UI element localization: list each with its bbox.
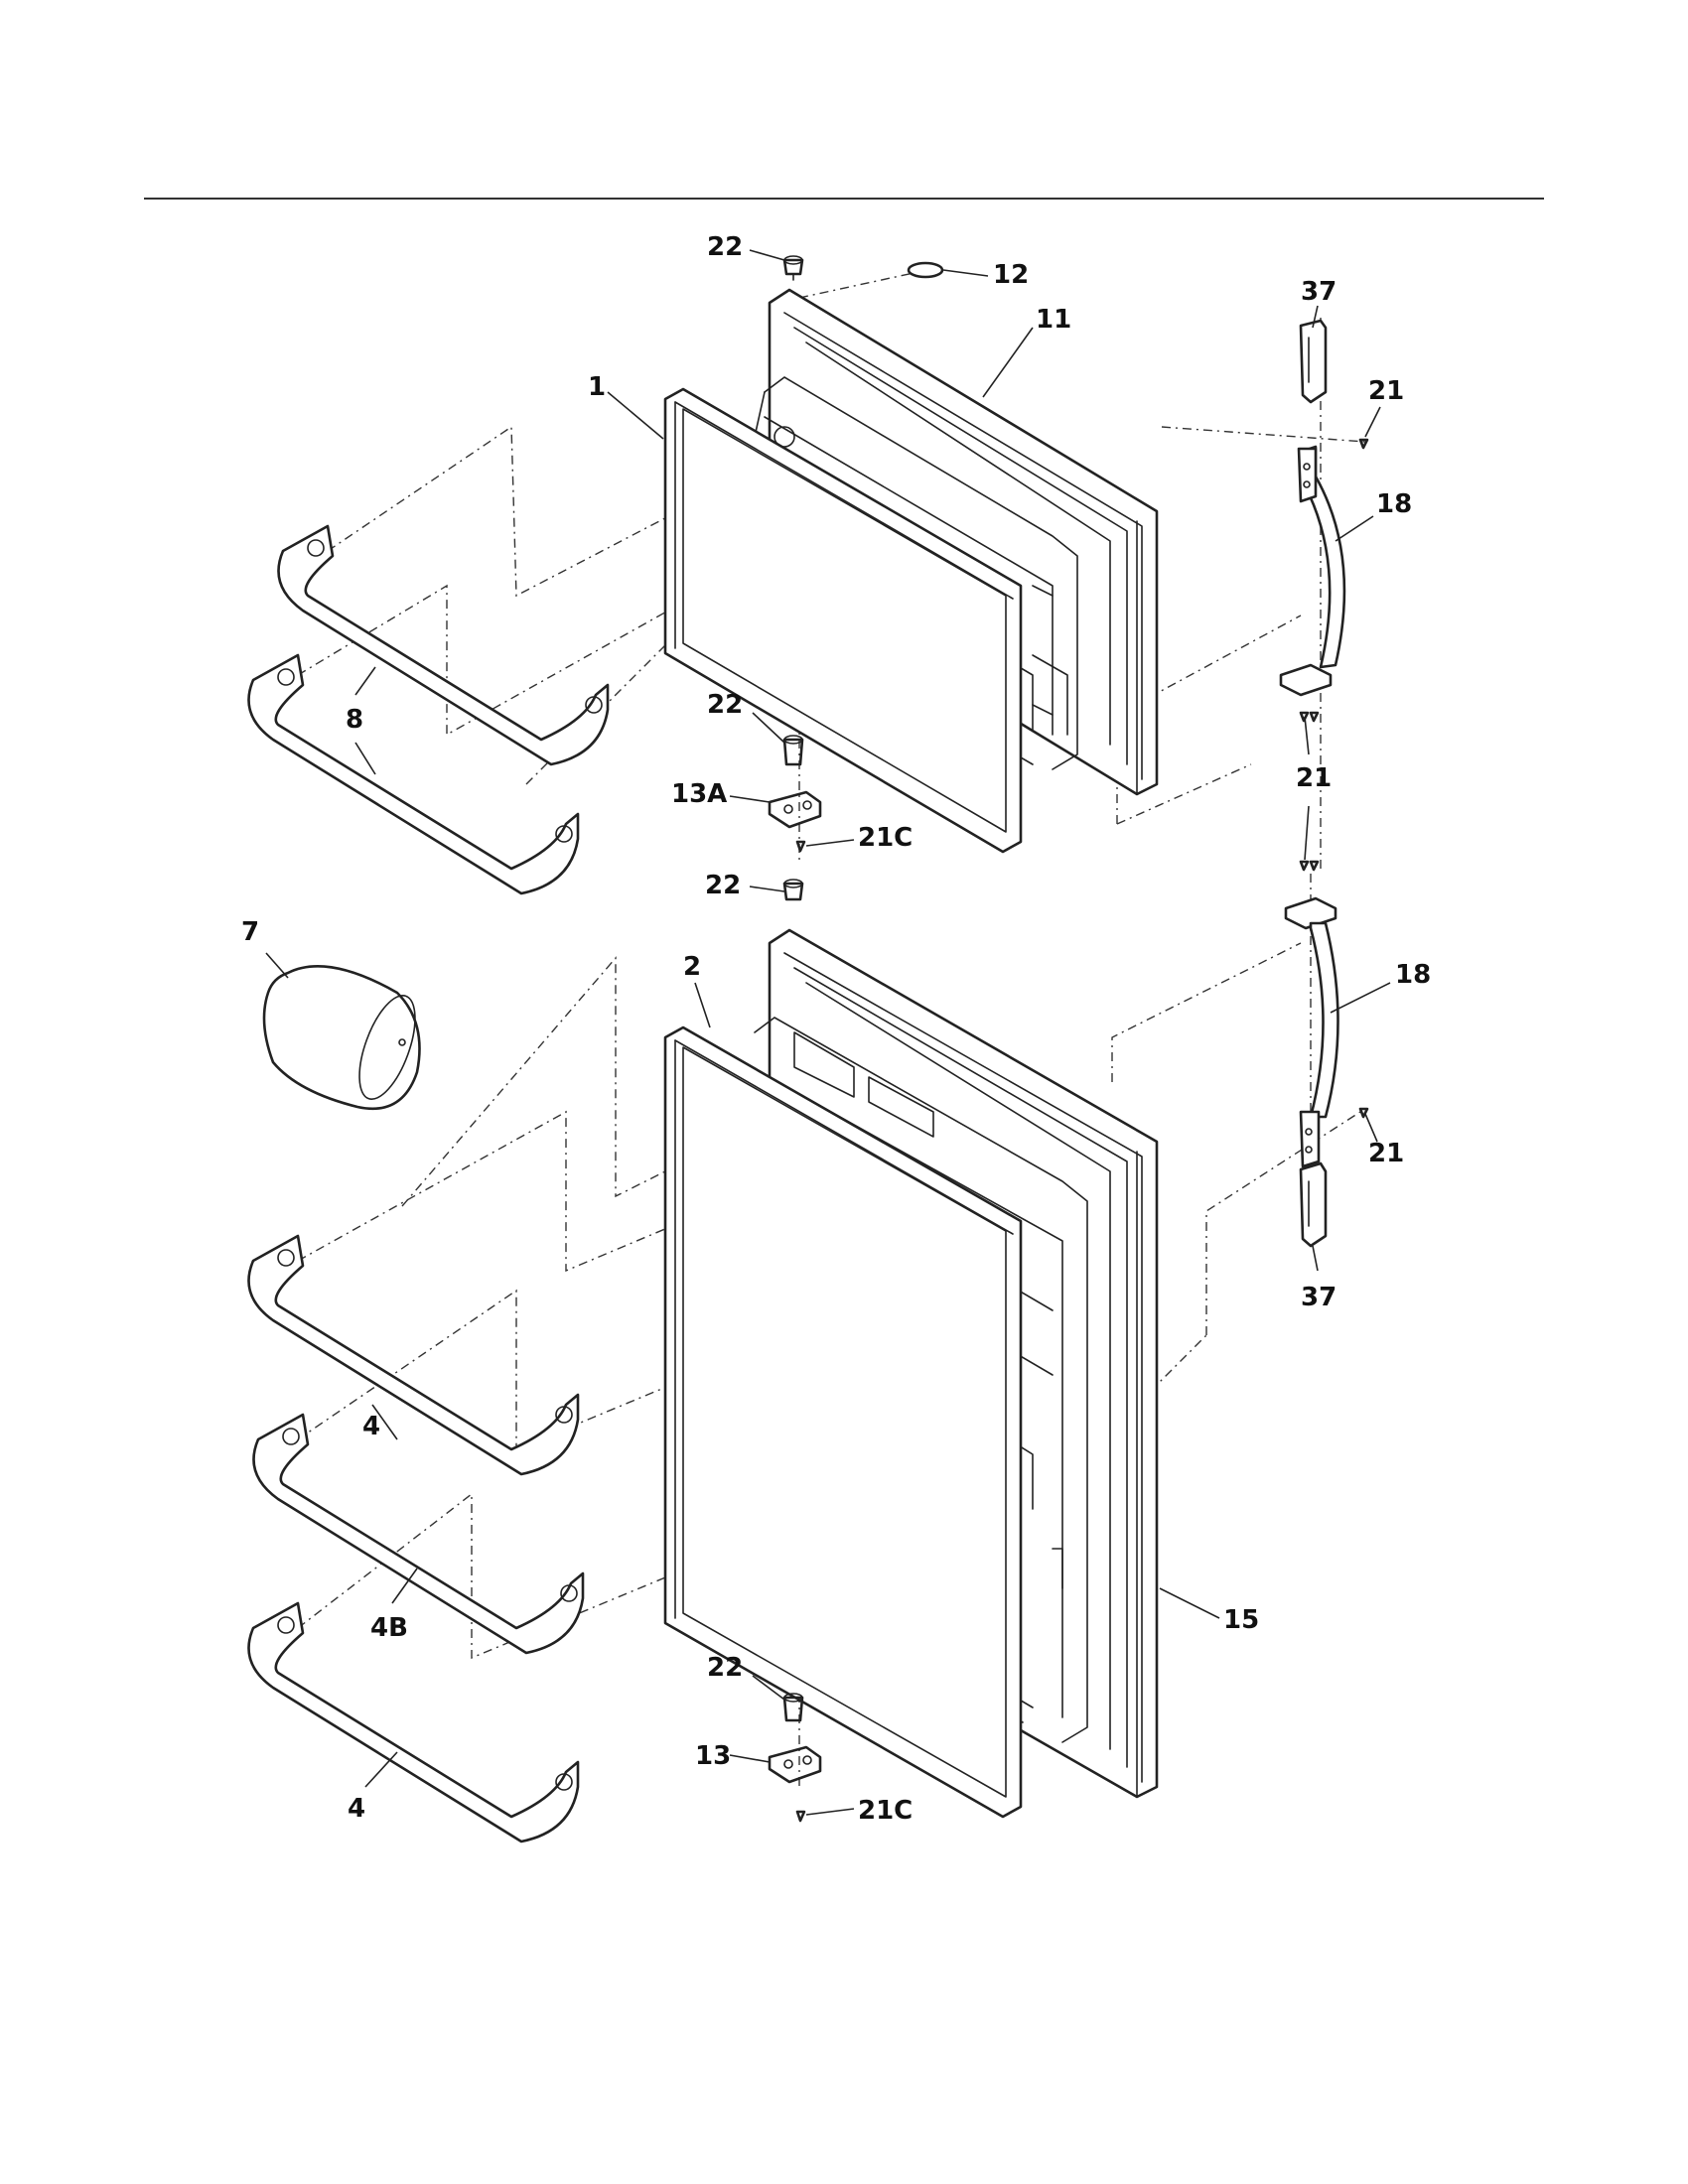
freezer-shelf-lower <box>247 653 580 895</box>
fresh-food-door-gasket <box>663 1025 1023 1819</box>
screw-21-c <box>1299 860 1310 872</box>
screw-21c-top <box>795 840 806 853</box>
callout-4: 4 <box>362 1412 380 1441</box>
freezer-shelf-upper <box>277 524 610 766</box>
callout-8: 8 <box>346 705 363 735</box>
callout-4b: 4B <box>370 1613 408 1643</box>
screw-21-top <box>1358 438 1369 450</box>
callout-7: 7 <box>241 917 259 947</box>
callout-18: 18 <box>1376 489 1412 519</box>
screw-21-e <box>1358 1107 1369 1119</box>
handle-end-cap-bottom <box>1299 1161 1328 1248</box>
center-hinge-pin-freezer <box>782 735 804 766</box>
callout-37: 37 <box>1301 1283 1336 1312</box>
callout-13: 13 <box>695 1741 731 1771</box>
bottom-hinge-bracket <box>768 1745 822 1784</box>
callout-21: 21 <box>1296 763 1332 793</box>
door-shelf-4-lower <box>247 1601 580 1843</box>
callout-21: 21 <box>1368 1139 1404 1168</box>
callout-22: 22 <box>707 690 743 720</box>
callout-37: 37 <box>1301 277 1336 307</box>
handle-end-cap-top <box>1299 319 1328 404</box>
screw-21-b <box>1309 711 1320 723</box>
center-hinge-bracket <box>768 790 822 829</box>
callout-4: 4 <box>348 1794 365 1824</box>
screw-21-d <box>1309 860 1320 872</box>
screw-21-a <box>1299 711 1310 723</box>
callout-2: 2 <box>683 952 701 982</box>
plug-icon <box>907 261 944 279</box>
top-hinge-pin <box>782 255 804 281</box>
freezer-handle <box>1279 445 1346 697</box>
callout-12: 12 <box>993 260 1029 290</box>
callout-21c: 21C <box>858 1796 913 1826</box>
screw-21c-bottom <box>795 1810 806 1823</box>
callout-15: 15 <box>1223 1605 1259 1635</box>
callout-13a: 13A <box>671 779 727 809</box>
door-shelf-4b <box>252 1413 585 1655</box>
callout-1: 1 <box>588 372 606 402</box>
dairy-door-canister <box>262 965 421 1111</box>
door-shelf-4-upper <box>247 1234 580 1476</box>
callout-22: 22 <box>705 871 741 900</box>
callout-21c: 21C <box>858 823 913 853</box>
top-hinge-pin-fresh <box>782 879 804 901</box>
callout-11: 11 <box>1036 305 1071 335</box>
callout-22: 22 <box>707 1653 743 1683</box>
freezer-door-gasket <box>663 387 1023 854</box>
callout-18: 18 <box>1395 960 1431 990</box>
fresh-food-handle <box>1284 896 1339 1168</box>
callout-21: 21 <box>1368 376 1404 406</box>
callout-labels: 22 12 11 1 37 21 18 8 22 13A 21C 21 22 7… <box>241 232 1431 1826</box>
callout-22: 22 <box>707 232 743 262</box>
leader-lines <box>265 249 1391 1816</box>
bottom-hinge-pin <box>782 1693 804 1722</box>
